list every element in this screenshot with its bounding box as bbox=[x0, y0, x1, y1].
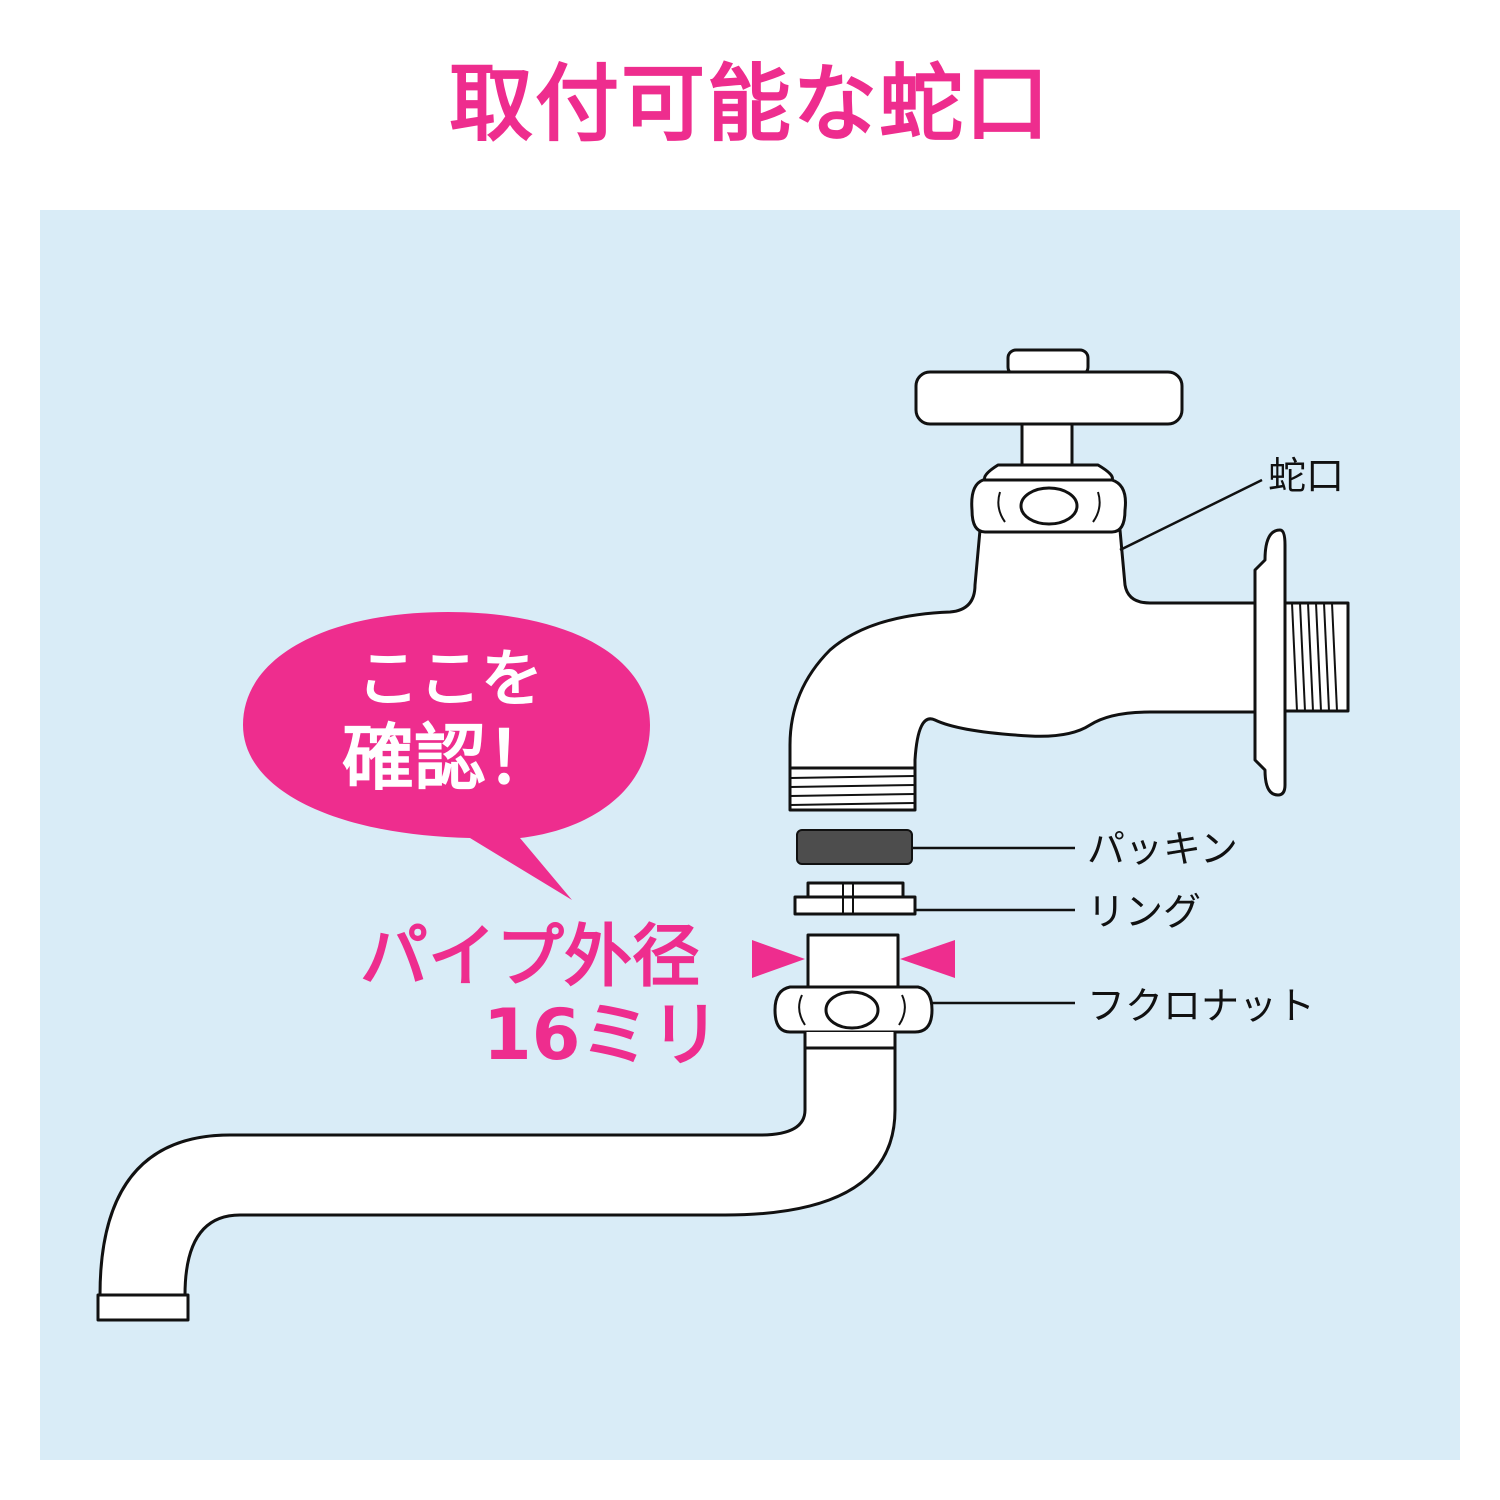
pipe-note-line-2: 16ミリ bbox=[483, 994, 721, 1076]
bubble-line-2: 確認！ bbox=[341, 716, 558, 800]
nut-neck bbox=[806, 933, 900, 992]
faucet-body bbox=[788, 528, 1257, 770]
right-arrow-icon bbox=[900, 940, 955, 978]
page-title: 取付可能な蛇口 bbox=[448, 55, 1051, 153]
speech-bubble bbox=[243, 612, 650, 900]
diagram-panel bbox=[40, 210, 1460, 1460]
faucet-leader bbox=[1119, 478, 1263, 552]
label-nut: フクロナット bbox=[1087, 984, 1316, 1028]
label-ring: リング bbox=[1087, 890, 1202, 934]
bubble-line-1: ここを bbox=[356, 642, 543, 715]
pipe-note-line-1: パイプ外径 bbox=[360, 918, 701, 997]
label-faucet: 蛇口 bbox=[1268, 454, 1345, 498]
wall-flange bbox=[1253, 528, 1287, 797]
label-packing: パッキン bbox=[1087, 827, 1238, 871]
spout-pipe bbox=[98, 1046, 897, 1297]
packing-part bbox=[796, 829, 913, 865]
faucet-stem bbox=[1020, 421, 1074, 467]
left-arrow-icon bbox=[752, 940, 805, 978]
pipe-end bbox=[96, 1293, 190, 1322]
faucet-bonnet-top bbox=[983, 463, 1114, 482]
faucet-handle bbox=[914, 370, 1184, 426]
ring-part bbox=[806, 881, 905, 899]
